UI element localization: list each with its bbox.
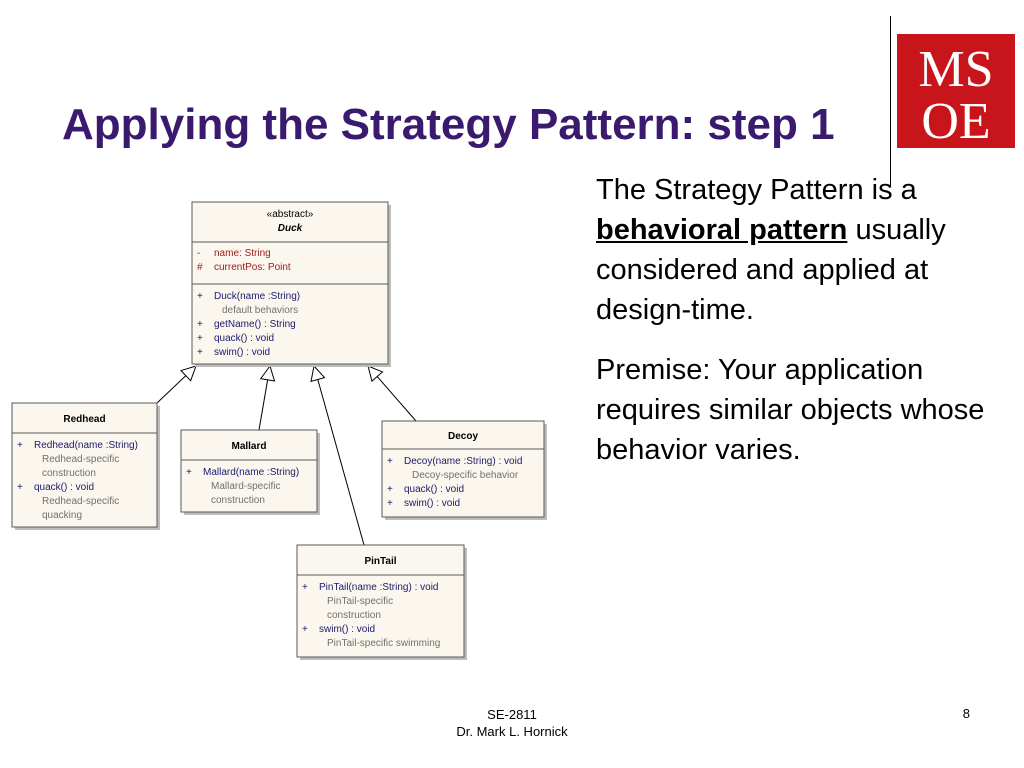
logo-background bbox=[897, 34, 1015, 148]
msoe-logo: MS OE bbox=[897, 34, 1015, 148]
mallard-operation-note: construction bbox=[211, 495, 265, 506]
uml-class-mallard: Mallard + Mallard(name :String) Mallard-spe… bbox=[180, 429, 320, 515]
duck-operation: quack() : void bbox=[214, 333, 274, 344]
duck-attribute: name: String bbox=[214, 248, 271, 259]
decoy-operation: quack() : void bbox=[404, 484, 464, 495]
uml-class-redhead: Redhead + Redhead(name :String) Redhead-spe… bbox=[11, 402, 160, 530]
pintail-operation-note: PinTail-specific bbox=[327, 596, 393, 607]
pintail-operation: PinTail(name :String) : void bbox=[319, 582, 439, 593]
decoy-class-name: Decoy bbox=[448, 431, 478, 442]
duck-operation-visibility: + bbox=[197, 291, 203, 302]
behavioral-pattern-emphasis: behavioral pattern bbox=[596, 214, 848, 246]
decoy-operation: swim() : void bbox=[404, 498, 460, 509]
decoy-operation-visibility: + bbox=[387, 498, 393, 509]
slide-title: Applying the Strategy Pattern: step 1 bbox=[62, 100, 835, 149]
mallard-class-name: Mallard bbox=[231, 441, 266, 452]
pintail-operation-note: construction bbox=[327, 610, 381, 621]
logo-line-1: MS bbox=[918, 41, 993, 98]
uml-class-decoy: Decoy + Decoy(name :String) : voidDecoy-sp… bbox=[381, 420, 547, 520]
duck-attribute-visibility: - bbox=[197, 248, 200, 259]
redhead-operation-visibility: + bbox=[17, 482, 23, 493]
duck-operation: swim() : void bbox=[214, 347, 270, 358]
mallard-operation-visibility: + bbox=[186, 467, 192, 478]
duck-attribute-visibility: # bbox=[197, 262, 203, 273]
duck-attribute: currentPos: Point bbox=[214, 262, 291, 273]
pintail-operation-visibility: + bbox=[302, 624, 308, 635]
footer-course: SE-2811 bbox=[487, 707, 537, 722]
generalization-arrow-decoy bbox=[367, 365, 417, 422]
pintail-operation: swim() : void bbox=[319, 624, 375, 635]
duck-operation: getName() : String bbox=[214, 319, 296, 330]
body-paragraph-2: Premise: Your application requires simil… bbox=[596, 354, 985, 466]
redhead-operation-note: construction bbox=[42, 468, 96, 479]
title-divider-line bbox=[890, 16, 891, 186]
body-p1-start: The Strategy Pattern is a bbox=[596, 174, 917, 206]
footer-center: SE-2811 Dr. Mark L. Hornick bbox=[412, 706, 612, 740]
pintail-class-name: PinTail bbox=[364, 556, 396, 567]
duck-stereotype: «abstract» bbox=[267, 209, 314, 220]
duck-operation-visibility: + bbox=[197, 333, 203, 344]
page-number: 8 bbox=[962, 706, 970, 721]
redhead-operation: Redhead(name :String) bbox=[34, 440, 138, 451]
generalization-arrow-mallard bbox=[258, 364, 276, 431]
mallard-operation-note: Mallard-specific bbox=[211, 481, 280, 492]
mallard-operation: Mallard(name :String) bbox=[203, 467, 299, 478]
body-p1-end: usually considered and applied at design… bbox=[596, 214, 946, 326]
footer-author: Dr. Mark L. Hornick bbox=[456, 724, 568, 739]
uml-class-pintail: PinTail + PinTail(name :String) : voidPinT… bbox=[296, 544, 467, 660]
duck-operation-note: default behaviors bbox=[222, 305, 298, 316]
duck-operation: Duck(name :String) bbox=[214, 291, 300, 302]
logo-line-2: OE bbox=[921, 93, 990, 148]
redhead-operation-note: Redhead-specific bbox=[42, 454, 119, 465]
redhead-operation-note: Redhead-specific bbox=[42, 496, 119, 507]
decoy-operation: Decoy(name :String) : void bbox=[404, 456, 522, 467]
generalization-arrow-redhead bbox=[156, 365, 197, 404]
decoy-operation-visibility: + bbox=[387, 484, 393, 495]
duck-class-name: Duck bbox=[278, 223, 303, 234]
redhead-operation-visibility: + bbox=[17, 440, 23, 451]
duck-operation-visibility: + bbox=[197, 319, 203, 330]
body-paragraph-1: The Strategy Pattern is a behavioral pat… bbox=[596, 170, 1016, 330]
pintail-operation-visibility: + bbox=[302, 582, 308, 593]
duck-operation-visibility: + bbox=[197, 347, 203, 358]
pintail-operation-note: PinTail-specific swimming bbox=[327, 638, 440, 649]
body-text: The Strategy Pattern is a behavioral pat… bbox=[596, 170, 1016, 490]
decoy-operation-note: Decoy-specific behavior bbox=[412, 470, 519, 481]
generalization-arrow-pintail bbox=[310, 364, 365, 546]
decoy-operation-visibility: + bbox=[387, 456, 393, 467]
redhead-class-name: Redhead bbox=[63, 414, 105, 425]
redhead-operation: quack() : void bbox=[34, 482, 94, 493]
uml-class-duck: «abstract» Duck - name: String # currentPos: … bbox=[191, 201, 391, 367]
redhead-operation-note: quacking bbox=[42, 510, 82, 521]
